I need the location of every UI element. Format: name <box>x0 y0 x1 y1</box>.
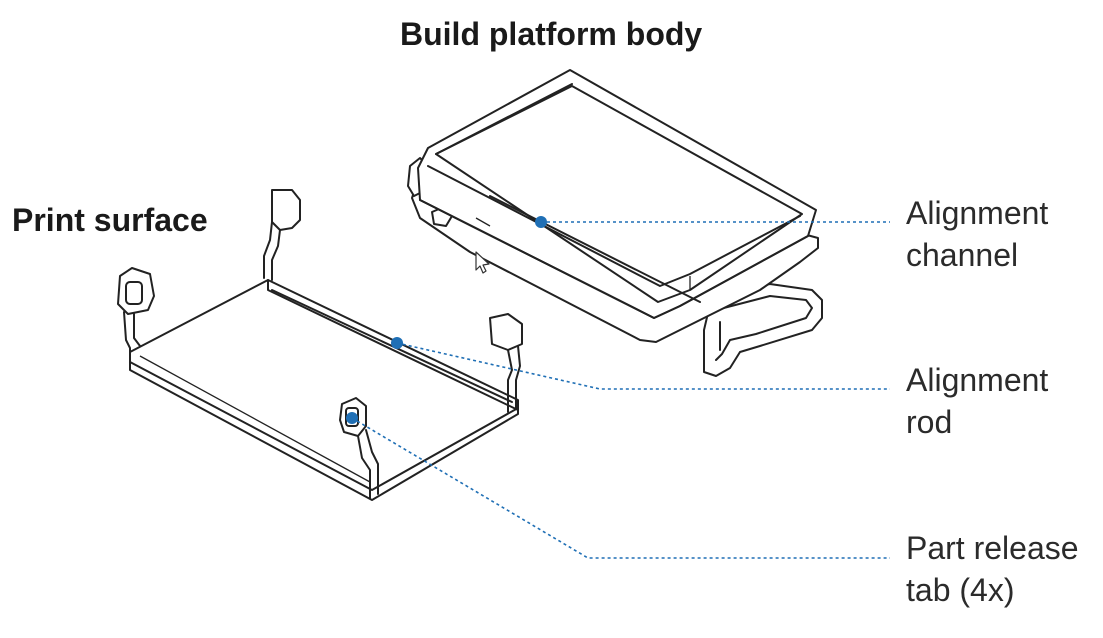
leader-part-release-tab <box>346 412 890 559</box>
callout-dot-alignment-channel <box>535 216 547 228</box>
part-release-tab-label-line1: Part release <box>906 530 1079 566</box>
alignment-channel-label-line1: Alignment <box>906 195 1049 231</box>
alignment-rod-label-line1: Alignment <box>906 362 1049 398</box>
build-platform-body <box>407 69 823 377</box>
leader-alignment-channel <box>535 216 890 228</box>
print-surface-label: Print surface <box>12 202 208 238</box>
alignment-rod-callout: Alignment rod <box>906 359 1048 443</box>
alignment-channel-label-line2: channel <box>906 237 1019 273</box>
print-surface <box>117 189 523 501</box>
alignment-rod-label-line2: rod <box>906 404 953 440</box>
build-platform-body-label: Build platform body <box>400 16 703 52</box>
part-release-tab-callout: Part release tab (4x) <box>906 527 1079 611</box>
alignment-channel-callout: Alignment channel <box>906 192 1048 276</box>
part-release-tab-label-line2: tab (4x) <box>906 572 1015 608</box>
callout-dot-alignment-rod <box>391 337 403 349</box>
callout-dot-part-release-tab <box>346 412 358 424</box>
mouse-pointer-arrow-icon <box>475 251 490 274</box>
leader-line-part-release-tab <box>351 417 890 559</box>
leader-alignment-rod <box>391 337 890 390</box>
